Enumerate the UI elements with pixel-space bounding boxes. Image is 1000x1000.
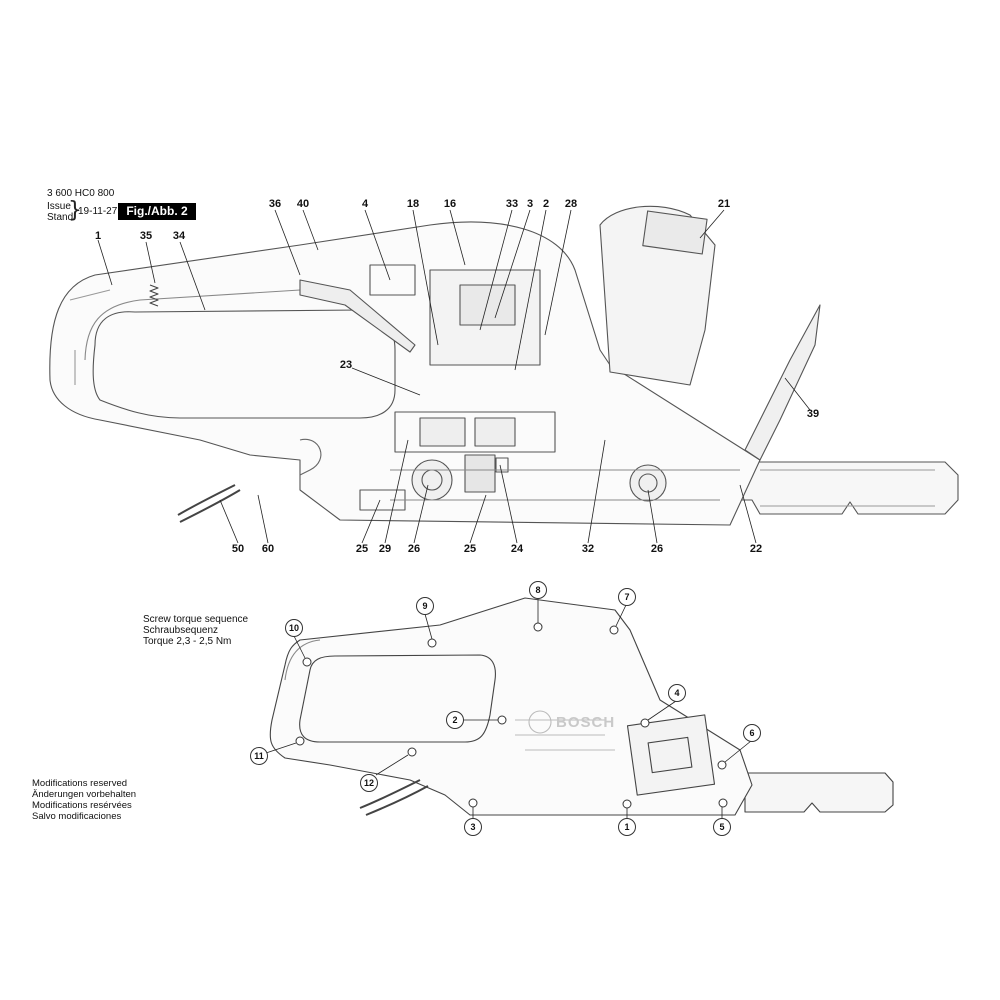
screw-6: 6 — [743, 724, 761, 742]
screw-8: 8 — [529, 581, 547, 599]
callout-2: 2 — [542, 198, 550, 210]
callout-39: 39 — [806, 408, 820, 420]
modifications-de: Änderungen vorbehalten — [32, 789, 137, 800]
callout-50: 50 — [231, 543, 245, 555]
callout-28: 28 — [564, 198, 578, 210]
issue-date: 19-11-27 — [78, 206, 118, 217]
callout-4: 4 — [361, 198, 369, 210]
screw-4: 4 — [668, 684, 686, 702]
torque-note-line2: Schraubsequenz — [143, 625, 219, 636]
callout-26: 26 — [407, 543, 421, 555]
callout-26b: 26 — [650, 543, 664, 555]
brace-glyph: } — [68, 198, 82, 223]
screw-10: 10 — [285, 619, 303, 637]
modifications-es: Salvo modificaciones — [32, 811, 122, 822]
callout-25: 25 — [355, 543, 369, 555]
torque-note-line3: Torque 2,3 - 2,5 Nm — [143, 636, 232, 647]
screw-12: 12 — [360, 774, 378, 792]
callout-60: 60 — [261, 543, 275, 555]
modifications-note: Modifications reserved Änderungen vorbeh… — [32, 778, 136, 822]
modifications-fr: Modifications resérvées — [32, 800, 132, 811]
modifications-en: Modifications reserved — [32, 778, 128, 789]
callout-25b: 25 — [463, 543, 477, 555]
callout-22: 22 — [749, 543, 763, 555]
part-number: 3 600 HC0 800 — [47, 188, 115, 199]
callout-40: 40 — [296, 198, 310, 210]
callout-29: 29 — [378, 543, 392, 555]
screw-9: 9 — [416, 597, 434, 615]
callout-32: 32 — [581, 543, 595, 555]
figure-label: Fig./Abb. 2 — [118, 203, 196, 220]
torque-note-line1: Screw torque sequence — [143, 614, 249, 625]
screw-1: 1 — [618, 818, 636, 836]
callout-36: 36 — [268, 198, 282, 210]
callout-34: 34 — [172, 230, 186, 242]
screw-11: 11 — [250, 747, 268, 765]
issue-label: Issue — [47, 201, 71, 212]
callout-23: 23 — [339, 359, 353, 371]
bosch-logo: BOSCH — [556, 714, 615, 731]
callout-3: 3 — [526, 198, 534, 210]
screw-3: 3 — [464, 818, 482, 836]
stand-label: Stand — [47, 212, 74, 223]
callout-18: 18 — [406, 198, 420, 210]
callout-16: 16 — [443, 198, 457, 210]
callout-35: 35 — [139, 230, 153, 242]
callout-33: 33 — [505, 198, 519, 210]
callout-21: 21 — [717, 198, 731, 210]
callout-1: 1 — [94, 230, 102, 242]
screw-5: 5 — [713, 818, 731, 836]
callout-24: 24 — [510, 543, 524, 555]
screw-2: 2 — [446, 711, 464, 729]
screw-7: 7 — [618, 588, 636, 606]
